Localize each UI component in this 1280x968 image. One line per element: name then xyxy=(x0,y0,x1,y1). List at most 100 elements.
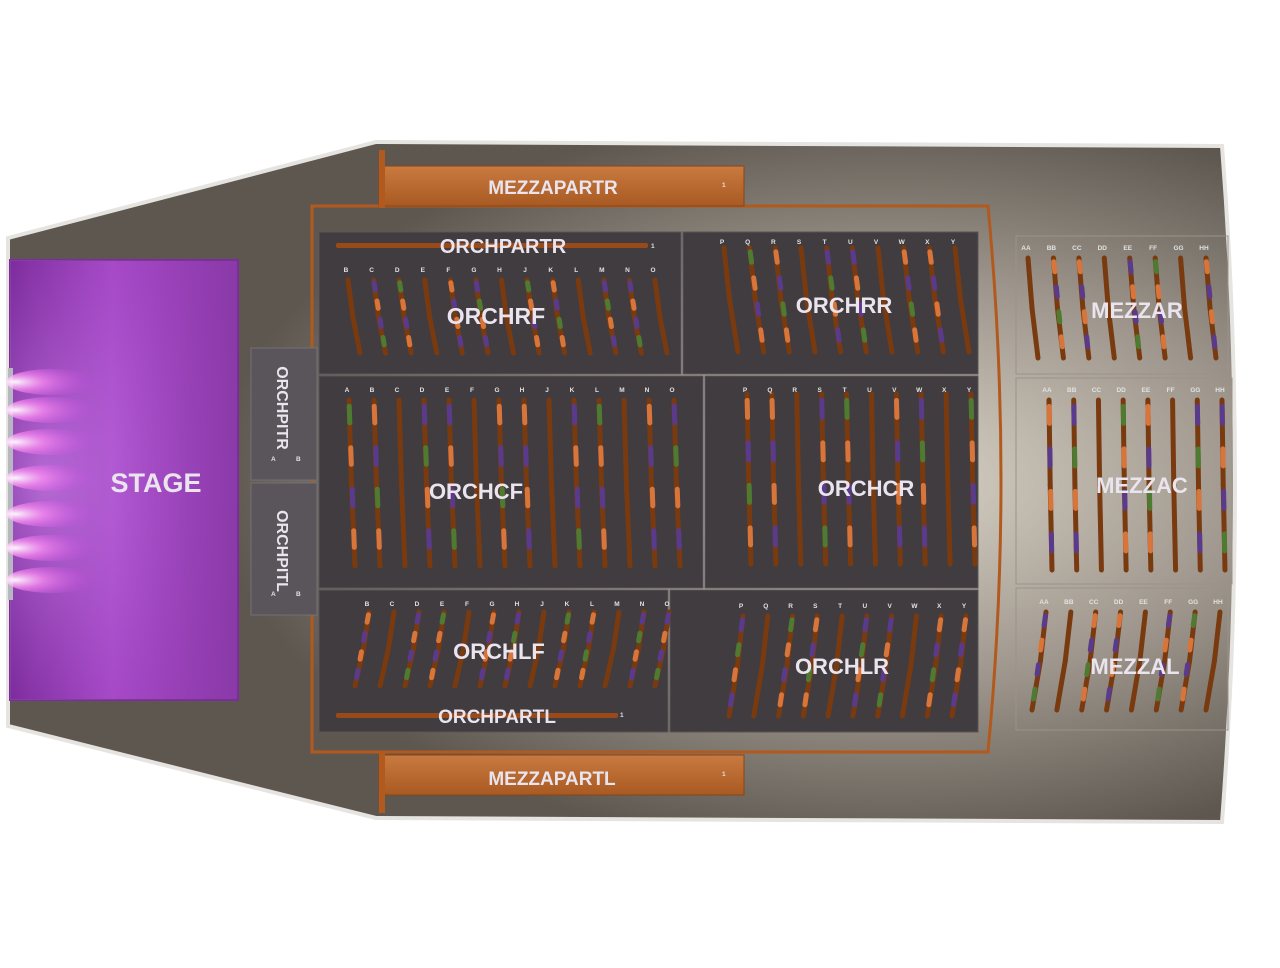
seat-row-MEZZAL-DD[interactable] xyxy=(1104,609,1124,713)
seat-row-MEZZAR-BB[interactable] xyxy=(1050,255,1066,361)
seat-row-MEZZAL-HH[interactable] xyxy=(1203,609,1223,713)
section-MEZZAPARTR[interactable]: MEZZAPARTR 1 xyxy=(378,150,745,208)
seat-row-MEZZAC-FF[interactable] xyxy=(1170,397,1179,573)
seat-row-ORCHLF-N[interactable] xyxy=(627,609,647,689)
seat-row-ORCHRR-Q[interactable] xyxy=(747,245,767,355)
seat-row-ORCHLR-U[interactable] xyxy=(850,613,870,719)
seat-row-ORCHRR-R[interactable] xyxy=(772,245,792,355)
seat-row-ORCHRR-U[interactable] xyxy=(849,245,869,355)
seat-row-ORCHRF-E[interactable] xyxy=(422,277,440,356)
section-ORCHPARTR[interactable]: 1 ORCHPARTR xyxy=(336,236,655,258)
section-ORCHPARTL[interactable]: 1 ORCHPARTL xyxy=(336,707,624,728)
seat-row-MEZZAR-AA[interactable] xyxy=(1025,255,1041,361)
seat-row-ORCHCR-W[interactable] xyxy=(918,391,928,567)
seat-row-ORCHRF-F[interactable] xyxy=(447,277,465,356)
seat-row-ORCHCF-D[interactable] xyxy=(421,397,433,569)
seat-row-MEZZAL-GG[interactable] xyxy=(1178,609,1198,713)
seat-row-ORCHRR-P[interactable] xyxy=(721,245,741,355)
seat-row-ORCHCF-C[interactable] xyxy=(396,397,408,569)
seat-row-ORCHRF-O[interactable] xyxy=(652,277,670,356)
seat-row-MEZZAR-CC[interactable] xyxy=(1076,255,1092,361)
seat-row-ORCHLF-K[interactable] xyxy=(552,609,572,689)
seat-row-ORCHLR-S[interactable] xyxy=(800,613,820,719)
seat-row-MEZZAL-EE[interactable] xyxy=(1128,609,1148,713)
seat-row-ORCHLF-M[interactable] xyxy=(602,609,622,689)
seat-row-ORCHRF-C[interactable] xyxy=(371,277,389,356)
seat-row-ORCHCF-N[interactable] xyxy=(646,397,658,569)
seat-row-MEZZAL-CC[interactable] xyxy=(1079,609,1099,713)
seat-row-ORCHCF-G[interactable] xyxy=(496,397,508,569)
seat-row-ORCHCF-K[interactable] xyxy=(571,397,583,569)
seat-row-ORCHRF-H[interactable] xyxy=(499,277,516,356)
seat-row-ORCHRR-X[interactable] xyxy=(926,245,946,355)
seat-row-ORCHRR-Y[interactable] xyxy=(952,245,972,355)
seat-row-ORCHCF-M[interactable] xyxy=(621,397,633,569)
seat-row-ORCHRF-K[interactable] xyxy=(550,277,568,356)
seat-row-ORCHCR-R[interactable] xyxy=(794,391,804,567)
seat-row-MEZZAC-HH[interactable] xyxy=(1219,397,1228,573)
seat-row-MEZZAR-DD[interactable] xyxy=(1101,255,1117,361)
seat-row-ORCHCF-H[interactable] xyxy=(521,397,533,569)
seat-row-ORCHLR-T[interactable] xyxy=(825,613,845,719)
seat-row-ORCHRF-G[interactable] xyxy=(473,277,491,356)
seat-row-ORCHRF-M[interactable] xyxy=(601,277,619,356)
seat-row-ORCHCR-Y[interactable] xyxy=(968,391,978,567)
seat-row-ORCHCR-P[interactable] xyxy=(744,391,754,567)
seat-row-ORCHCF-E[interactable] xyxy=(446,397,458,569)
stage[interactable]: STAGE xyxy=(6,259,239,701)
seat-row-ORCHRR-T[interactable] xyxy=(824,245,844,355)
seat-row-ORCHLF-C[interactable] xyxy=(377,609,397,689)
seat-row-ORCHCF-L[interactable] xyxy=(596,397,608,569)
seat-row-ORCHLR-R[interactable] xyxy=(776,613,796,719)
seat-row-ORCHCR-T[interactable] xyxy=(844,391,854,567)
seat-row-ORCHLF-O[interactable] xyxy=(652,609,672,689)
seat-row-MEZZAL-FF[interactable] xyxy=(1153,609,1173,713)
section-ORCHPITR[interactable] xyxy=(250,347,318,481)
seat-row-ORCHLF-G[interactable] xyxy=(477,609,497,689)
seat-row-ORCHLF-E[interactable] xyxy=(427,609,447,689)
seat-row-ORCHCR-Q[interactable] xyxy=(769,391,779,567)
seat-row-ORCHCR-U[interactable] xyxy=(868,391,878,567)
seat-row-MEZZAC-EE[interactable] xyxy=(1145,397,1154,573)
seat-row-MEZZAR-EE[interactable] xyxy=(1127,255,1143,361)
seat-row-ORCHLF-B[interactable] xyxy=(352,609,372,689)
seat-row-ORCHRF-B[interactable] xyxy=(345,277,363,356)
seat-row-ORCHLR-Q[interactable] xyxy=(751,613,771,719)
seat-row-ORCHRF-N[interactable] xyxy=(626,277,644,356)
seat-row-ORCHRF-D[interactable] xyxy=(396,277,414,356)
seat-row-ORCHRF-L[interactable] xyxy=(575,277,593,356)
seat-row-MEZZAC-BB[interactable] xyxy=(1071,397,1080,573)
seat-row-MEZZAR-FF[interactable] xyxy=(1152,255,1168,361)
seat-row-MEZZAL-BB[interactable] xyxy=(1054,609,1074,713)
seat-row-MEZZAR-HH[interactable] xyxy=(1203,255,1219,361)
seat-row-ORCHCR-X[interactable] xyxy=(943,391,953,567)
seat-row-MEZZAC-GG[interactable] xyxy=(1194,397,1203,573)
seat-row-ORCHLR-Y[interactable] xyxy=(949,613,969,719)
seat-row-ORCHCF-F[interactable] xyxy=(471,397,483,569)
seat-row-ORCHRF-J[interactable] xyxy=(524,277,542,356)
seat-row-ORCHLF-H[interactable] xyxy=(502,609,522,689)
seat-row-ORCHCF-A[interactable] xyxy=(346,397,358,569)
seat-row-ORCHLF-L[interactable] xyxy=(577,609,597,689)
seat-row-MEZZAC-CC[interactable] xyxy=(1095,397,1104,573)
seat-row-MEZZAL-AA[interactable] xyxy=(1029,609,1049,713)
seat-row-ORCHLR-W[interactable] xyxy=(899,613,919,719)
seat-row-MEZZAC-DD[interactable] xyxy=(1120,397,1129,573)
section-ORCHPITL[interactable] xyxy=(250,482,318,616)
seat-row-ORCHCF-J[interactable] xyxy=(546,397,558,569)
seat-row-ORCHCR-V[interactable] xyxy=(893,391,903,567)
seat-row-ORCHRR-S[interactable] xyxy=(798,245,818,355)
seat-row-ORCHLF-J[interactable] xyxy=(527,609,547,689)
seat-row-MEZZAC-AA[interactable] xyxy=(1046,397,1055,573)
seat-row-ORCHLF-D[interactable] xyxy=(402,609,422,689)
seat-row-ORCHRR-V[interactable] xyxy=(875,245,895,355)
